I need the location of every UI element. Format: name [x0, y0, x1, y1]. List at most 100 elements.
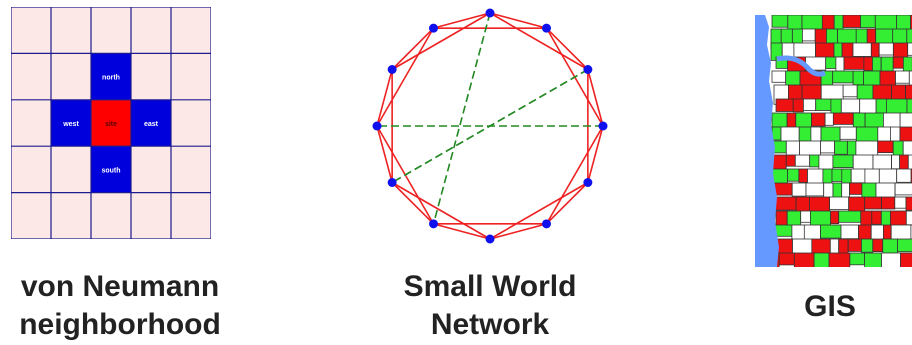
- gis-tract: [843, 56, 865, 70]
- gis-tract: [835, 56, 845, 74]
- gis-tract: [897, 238, 912, 253]
- small-world-caption-line-2: Network: [430, 308, 550, 341]
- network-node: [429, 23, 438, 33]
- gis-tract: [905, 84, 912, 100]
- ring-edge: [587, 69, 604, 127]
- gis-river: [776, 55, 826, 77]
- gis-tract: [875, 182, 896, 199]
- gis-tract: [910, 15, 912, 32]
- gis-tract: [787, 15, 803, 31]
- gis-tract: [864, 196, 882, 210]
- network-node: [542, 23, 551, 33]
- gis-tract: [860, 15, 876, 29]
- gis-tract: [772, 140, 787, 154]
- gis-tract: [832, 112, 854, 125]
- gis-tract: [863, 56, 873, 71]
- neighbor-cell-south: [91, 146, 131, 193]
- gis-tract: [842, 84, 858, 98]
- gis-tract: [832, 154, 854, 169]
- gis-tract: [828, 252, 851, 267]
- gis-tract: [822, 168, 833, 184]
- gis-tract: [899, 126, 912, 144]
- gis-tract: [832, 70, 854, 84]
- neighbor-cell-north: [91, 53, 131, 100]
- neighbor-cell-west: [51, 99, 91, 147]
- gis-tract: [820, 224, 842, 239]
- ring-edge: [545, 125, 604, 225]
- network-node: [598, 121, 608, 131]
- gis-tract: [815, 98, 832, 111]
- network-node: [387, 65, 397, 74]
- gis-tract: [841, 168, 852, 184]
- gis-tract: [892, 140, 904, 157]
- gis-tract: [838, 238, 849, 255]
- neighbor-label-west: west: [62, 121, 79, 128]
- gis-tract: [852, 42, 872, 57]
- gis-tract: [833, 42, 843, 58]
- gis-tract: [794, 154, 811, 167]
- von-neumann-caption: von Neumann neighborhood: [10, 268, 230, 344]
- gis-tract: [834, 140, 848, 155]
- gis-tract: [798, 126, 812, 142]
- shortcut-edge: [432, 12, 491, 225]
- gis-tract: [905, 210, 912, 226]
- ring-edge: [391, 181, 435, 225]
- gis-tract: [900, 252, 912, 267]
- gis-tract: [907, 42, 912, 56]
- neighbor-label-south: south: [101, 167, 120, 174]
- gis-tract: [881, 196, 896, 210]
- ring-edge: [433, 12, 491, 29]
- gis-tract: [805, 182, 825, 197]
- ring-edge: [489, 12, 589, 71]
- gis-tract: [842, 15, 861, 28]
- site-label: site: [105, 121, 117, 128]
- gis-tract: [850, 168, 866, 184]
- gis-tract: [852, 112, 866, 128]
- gis-tract: [830, 210, 840, 225]
- gis-tract: [881, 252, 902, 267]
- gis-tract: [892, 28, 908, 45]
- ring-edge: [391, 181, 491, 240]
- gis-tract: [908, 70, 912, 87]
- gis-tract: [771, 15, 789, 28]
- gis-tract: [889, 126, 901, 142]
- gis-tract: [775, 98, 794, 112]
- gis-tract: [877, 140, 894, 154]
- gis-tract: [792, 98, 804, 113]
- network-node: [485, 234, 495, 244]
- gis-tract: [894, 196, 907, 209]
- gis-tract: [866, 28, 877, 45]
- gis-tract: [863, 70, 881, 87]
- gis-tract: [892, 56, 904, 69]
- gis-tract: [811, 112, 826, 127]
- site-cell: [91, 99, 131, 147]
- von-neumann-caption-line-1: von Neumann: [20, 270, 220, 303]
- gis-tract: [823, 182, 834, 199]
- gis-tract: [831, 168, 843, 182]
- gis-tract: [793, 252, 815, 267]
- ring-edge: [376, 69, 393, 127]
- ring-edge: [433, 223, 491, 240]
- gis-map: [755, 15, 912, 267]
- gis-tract: [910, 224, 912, 240]
- gis-tract: [902, 56, 912, 73]
- network-node: [372, 121, 382, 131]
- gis-tract: [841, 182, 850, 199]
- gis-tract: [894, 182, 912, 196]
- gis-caption-line-1: GIS: [804, 290, 856, 323]
- ring-edge: [489, 12, 547, 29]
- gis-tract: [820, 140, 836, 154]
- gis-tract: [787, 168, 800, 182]
- gis-tract: [847, 140, 857, 156]
- gis-tract: [877, 126, 891, 144]
- gis-tract: [891, 154, 901, 170]
- gis-tract: [882, 224, 892, 240]
- von-neumann-caption-line-2: neighborhood: [19, 308, 221, 341]
- gis-tract: [809, 154, 820, 168]
- ring-edge: [587, 125, 604, 183]
- gis-tract: [905, 196, 912, 211]
- network-node: [542, 219, 551, 229]
- ring-edge: [391, 12, 491, 71]
- neighbor-label-north: north: [102, 75, 120, 82]
- gis-tract: [906, 98, 912, 115]
